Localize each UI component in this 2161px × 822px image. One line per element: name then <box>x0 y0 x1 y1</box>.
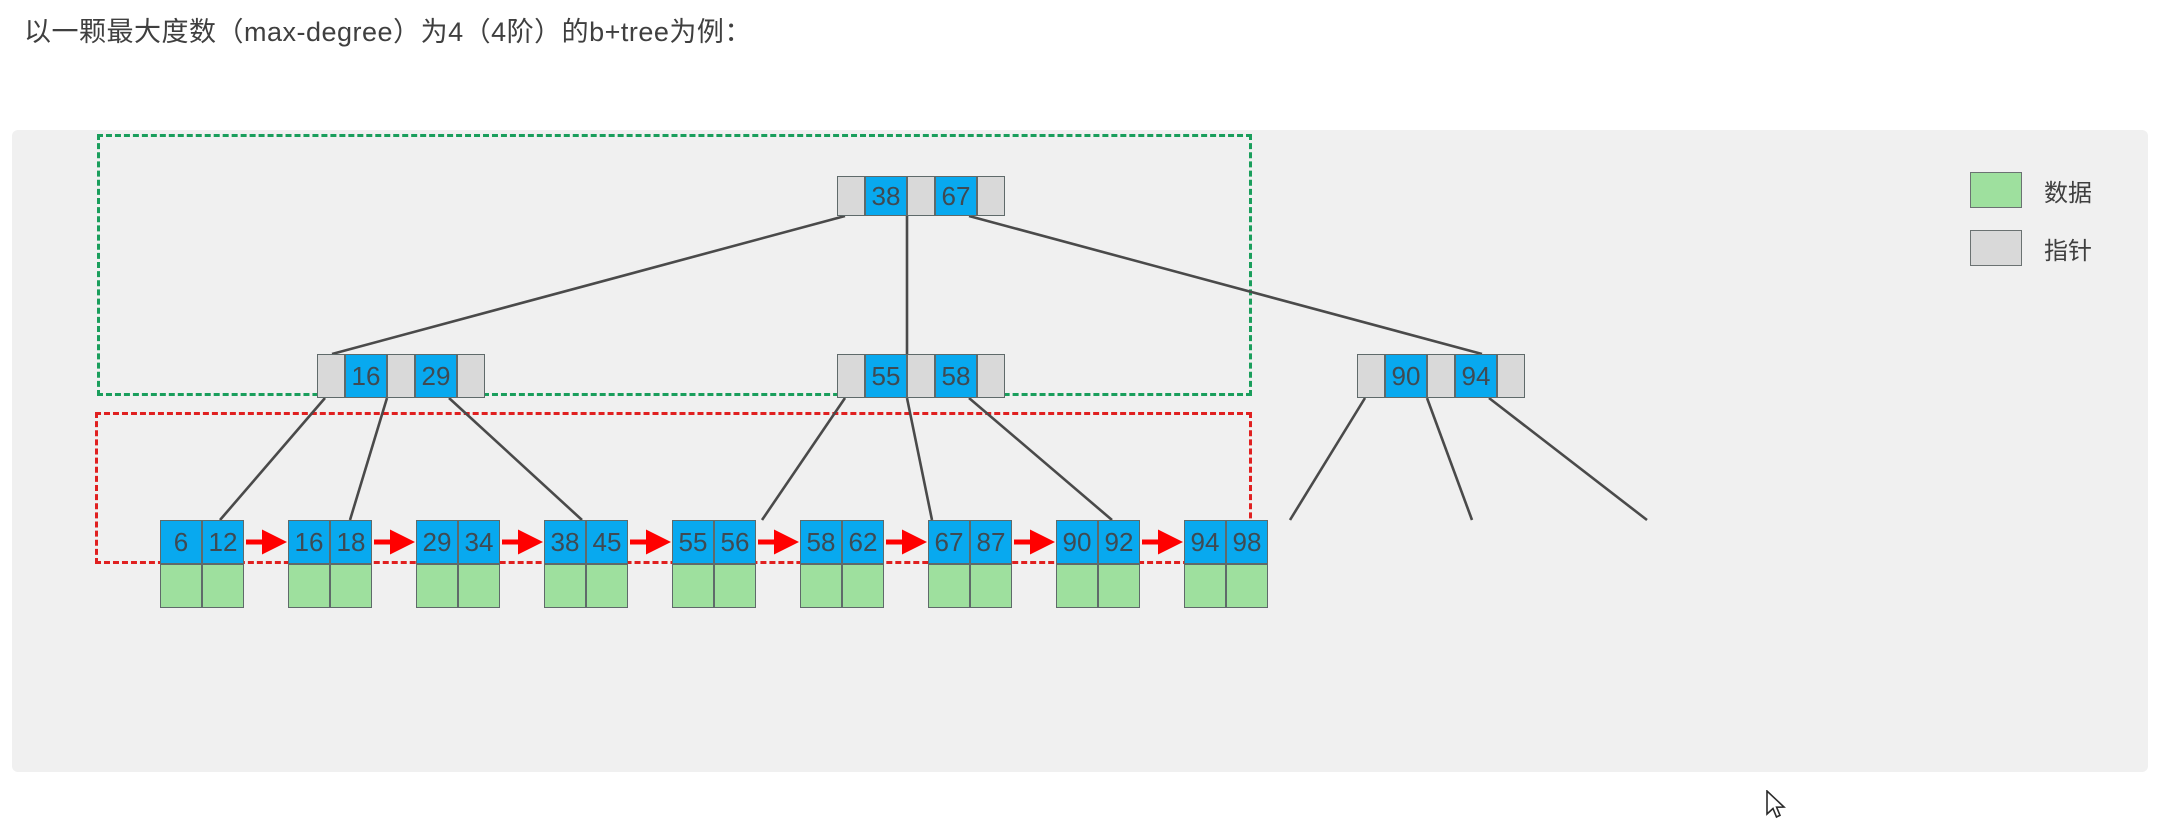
internal-1-pointer-1 <box>387 354 415 398</box>
legend-swatch-data <box>1970 172 2022 208</box>
leaf-3-data-1 <box>458 564 500 608</box>
leaf-node-6: 58 62 <box>800 520 884 608</box>
internal-3-pointer-2 <box>1497 354 1525 398</box>
leaf-3-key-1: 34 <box>458 520 500 564</box>
leaf-8-data-0 <box>1056 564 1098 608</box>
index-region-box <box>97 134 1252 396</box>
leaf-5-key-0: 55 <box>672 520 714 564</box>
root-key-0: 38 <box>865 176 907 216</box>
leaf-6-key-0: 58 <box>800 520 842 564</box>
internal-2-key-0: 55 <box>865 354 907 398</box>
legend-swatch-pointer <box>1970 230 2022 266</box>
legend-label-pointer: 指针 <box>2044 237 2092 265</box>
internal-3-pointer-0 <box>1357 354 1385 398</box>
leaf-node-1: 6 12 <box>160 520 244 608</box>
leaf-8-data-1 <box>1098 564 1140 608</box>
leaf-node-4: 38 45 <box>544 520 628 608</box>
leaf-1-key-0: 6 <box>160 520 202 564</box>
leaf-7-key-1: 87 <box>970 520 1012 564</box>
leaf-1-data-0 <box>160 564 202 608</box>
legend-item-data: 数据 <box>1970 172 2092 208</box>
internal-3-key-1: 94 <box>1455 354 1497 398</box>
leaf-6-data-1 <box>842 564 884 608</box>
leaf-7-key-0: 67 <box>928 520 970 564</box>
leaf-node-3: 29 34 <box>416 520 500 608</box>
leaf-3-data-0 <box>416 564 458 608</box>
leaf-5-key-1: 56 <box>714 520 756 564</box>
leaf-1-key-1: 12 <box>202 520 244 564</box>
root-pointer-1 <box>907 176 935 216</box>
internal-2-pointer-2 <box>977 354 1005 398</box>
internal-1-key-1: 29 <box>415 354 457 398</box>
mouse-pointer-icon <box>1766 790 1786 819</box>
leaf-7-data-1 <box>970 564 1012 608</box>
internal-node-3: 90 94 <box>1357 354 1525 398</box>
leaf-5-data-1 <box>714 564 756 608</box>
leaf-2-key-1: 18 <box>330 520 372 564</box>
internal-2-pointer-1 <box>907 354 935 398</box>
internal-node-2: 55 58 <box>837 354 1005 398</box>
leaf-node-8: 90 92 <box>1056 520 1140 608</box>
leaf-node-7: 67 87 <box>928 520 1012 608</box>
leaf-node-5: 55 56 <box>672 520 756 608</box>
leaf-2-data-0 <box>288 564 330 608</box>
leaf-3-key-0: 29 <box>416 520 458 564</box>
root-node: 38 67 <box>837 176 1005 216</box>
leaf-8-key-0: 90 <box>1056 520 1098 564</box>
internal-2-key-1: 58 <box>935 354 977 398</box>
internal-1-key-0: 16 <box>345 354 387 398</box>
internal-1-pointer-2 <box>457 354 485 398</box>
root-pointer-0 <box>837 176 865 216</box>
leaf-link-arrows <box>246 529 1184 555</box>
internal-3-pointer-1 <box>1427 354 1455 398</box>
leaf-2-data-1 <box>330 564 372 608</box>
root-key-1: 67 <box>935 176 977 216</box>
leaf-6-data-0 <box>800 564 842 608</box>
leaf-9-data-1 <box>1226 564 1268 608</box>
leaf-9-key-1: 98 <box>1226 520 1268 564</box>
figure-panel: 38 67 16 29 55 58 90 94 <box>12 130 2148 819</box>
leaf-node-9: 94 98 <box>1184 520 1268 608</box>
legend: 数据 指针 <box>1970 172 2092 288</box>
leaf-4-data-1 <box>586 564 628 608</box>
legend-label-data: 数据 <box>2044 179 2092 207</box>
leaf-8-key-1: 92 <box>1098 520 1140 564</box>
root-pointer-2 <box>977 176 1005 216</box>
leaf-4-key-1: 45 <box>586 520 628 564</box>
leaf-4-key-0: 38 <box>544 520 586 564</box>
leaf-1-data-1 <box>202 564 244 608</box>
leaf-6-key-1: 62 <box>842 520 884 564</box>
legend-item-pointer: 指针 <box>1970 230 2092 266</box>
internal-node-1: 16 29 <box>317 354 485 398</box>
page-title: 以一颗最大度数（max-degree）为4（4阶）的b+tree为例： <box>24 17 752 47</box>
connector-lines <box>219 214 1648 522</box>
leaf-9-key-0: 94 <box>1184 520 1226 564</box>
leaf-4-data-0 <box>544 564 586 608</box>
leaf-2-key-0: 16 <box>288 520 330 564</box>
leaf-7-data-0 <box>928 564 970 608</box>
internal-3-key-0: 90 <box>1385 354 1427 398</box>
leaf-9-data-0 <box>1184 564 1226 608</box>
leaf-5-data-0 <box>672 564 714 608</box>
btree-diagram: 38 67 16 29 55 58 90 94 <box>12 130 2148 819</box>
leaf-node-2: 16 18 <box>288 520 372 608</box>
internal-2-pointer-0 <box>837 354 865 398</box>
internal-1-pointer-0 <box>317 354 345 398</box>
